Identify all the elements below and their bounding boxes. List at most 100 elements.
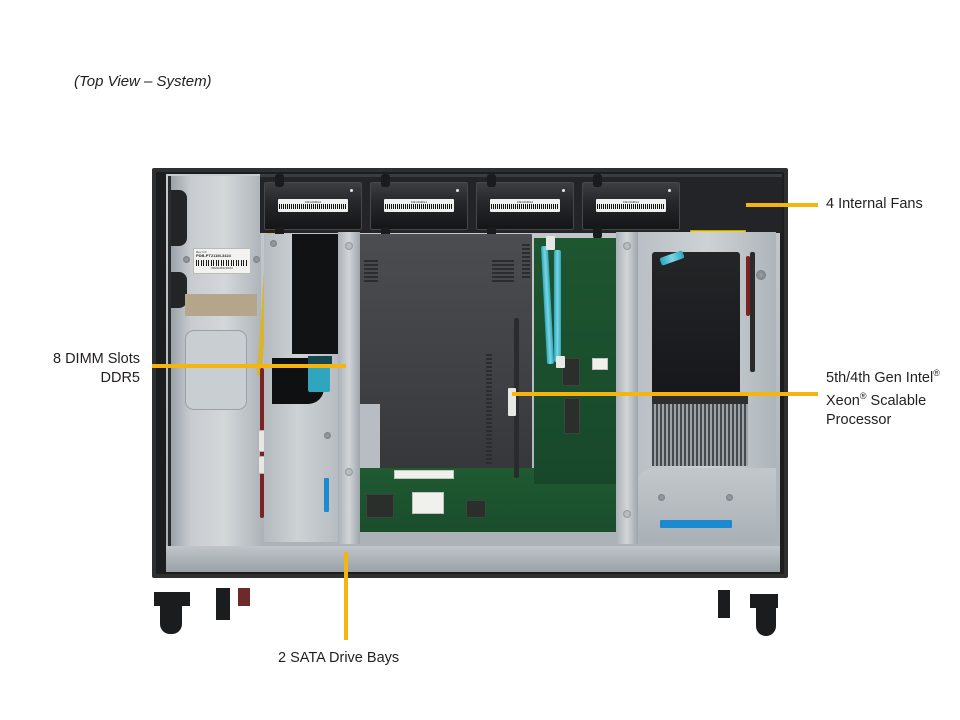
chassis-rail-right xyxy=(616,232,638,544)
callout-label-dimm-line1: 8 DIMM Slots xyxy=(52,351,140,367)
dimm-latch-connector xyxy=(308,366,330,392)
fan-clip-3b xyxy=(487,227,496,239)
fan-rail: FAN-0166L4 FAN-0166L4 FAN-0166L4 xyxy=(260,174,782,239)
callout-label-dimm-line2: DDR5 xyxy=(100,369,140,386)
shroud-vents-side xyxy=(486,354,492,464)
callout-label-cpu-line2: Xeon® Scalable xyxy=(826,387,940,410)
pcb-sticker-3 xyxy=(592,358,608,370)
shroud-vents-edge xyxy=(522,244,530,278)
cpu-gen-text: 5th/4th Gen Intel xyxy=(826,369,934,386)
pcb-sticker-1 xyxy=(412,492,444,514)
page-title: (Top View – System) xyxy=(74,73,212,90)
chassis-foot-1 xyxy=(160,602,182,634)
rail-screw-right-top xyxy=(623,242,631,250)
callout-line-sata xyxy=(344,552,348,640)
riser-blue-tab xyxy=(660,520,732,528)
psu-band xyxy=(185,294,257,316)
power-supply-bay: Rev 1.0 PDB-PT211M-3424 PD211M/1C0164 xyxy=(168,176,261,566)
cpu-cable-red xyxy=(746,256,750,316)
chassis-rail-left xyxy=(338,232,360,544)
fan-indicator-dot xyxy=(350,189,353,192)
cpu-processor-text: Processor xyxy=(826,411,892,428)
fan-indicator-dot xyxy=(668,189,671,192)
callout-label-internal-fans: 4 Internal Fans xyxy=(826,196,923,212)
pdb-label-rev: Rev 1.0 xyxy=(196,250,207,254)
drive-cage xyxy=(264,234,348,542)
callout-label-cpu-line1: 5th/4th Gen Intel® xyxy=(826,364,940,387)
callout-label-cpu-line3: Processor xyxy=(826,411,940,430)
riser-card-bracket xyxy=(638,468,776,542)
cable-clip-white xyxy=(508,388,516,416)
server-chassis-photo: Rev 1.0 PDB-PT211M-3424 PD211M/1C0164 FA… xyxy=(152,168,788,636)
chassis-release-latch xyxy=(238,588,250,606)
sas-cable-cyan-2 xyxy=(554,250,561,362)
cpu-heatsink-bay xyxy=(638,232,776,542)
cage-blue-tab xyxy=(324,478,329,512)
callout-line-internal-fans xyxy=(746,203,818,207)
fan-clip-4b xyxy=(593,227,602,239)
cable-connector-white-bottom xyxy=(556,356,565,368)
fan-label-1-text: FAN-0166L4 xyxy=(305,200,321,204)
shroud-vents-right xyxy=(492,260,514,282)
cpu-standoff-screw xyxy=(756,270,766,280)
pcb-sticker-2 xyxy=(394,470,454,479)
fan-label-1: FAN-0166L4 xyxy=(278,199,348,212)
fan-indicator-dot xyxy=(456,189,459,192)
fan-clip-1b xyxy=(275,227,284,239)
fan-indicator-dot xyxy=(562,189,565,192)
pdb-barcode xyxy=(196,259,248,266)
psu-screw-right xyxy=(253,256,260,263)
fan-barcode-2 xyxy=(385,204,453,209)
fan-barcode-1 xyxy=(279,204,347,209)
rail-screw-left-bottom xyxy=(345,468,353,476)
internal-cable-dark xyxy=(514,318,519,478)
chassis-bottom-bar xyxy=(166,546,780,572)
chassis-foot-bracket-2 xyxy=(216,588,230,620)
cpu-heatsink-block xyxy=(652,252,740,400)
fan-clip-4a xyxy=(593,174,602,187)
fan-label-4-text: FAN-0166L4 xyxy=(623,200,639,204)
fan-clip-2a xyxy=(381,174,390,187)
pdb-label-id: PDB-PT211M-3424 xyxy=(196,253,231,259)
pcb-chip-4 xyxy=(564,398,580,434)
chassis-foot-bracket-4 xyxy=(718,590,730,618)
chassis-foot-2 xyxy=(756,604,776,636)
callout-label-cpu: 5th/4th Gen Intel® Xeon® Scalable Proces… xyxy=(826,364,940,429)
fan-label-3-text: FAN-0166L4 xyxy=(517,200,533,204)
registered-mark-icon: ® xyxy=(933,368,940,378)
fan-label-2: FAN-0166L4 xyxy=(384,199,454,212)
cpu-brand-text: Xeon xyxy=(826,393,860,410)
registered-mark-icon: ® xyxy=(859,391,867,402)
cpu-scalable-text: Scalable xyxy=(866,393,927,410)
pcb-chip-1 xyxy=(366,494,394,518)
shroud-vents-left xyxy=(364,260,378,282)
pdb-label-sub: PD211M/1C0164 xyxy=(211,265,233,270)
riser-screw-right xyxy=(726,494,733,501)
callout-label-sata: 2 SATA Drive Bays xyxy=(278,650,400,666)
heatsink-fin-base xyxy=(652,396,748,404)
heatsink-fins xyxy=(652,404,748,466)
psu-notch-top xyxy=(171,190,187,246)
cage-screw-bottom xyxy=(324,432,331,439)
psu-handle xyxy=(185,330,247,410)
internal-fan-4: FAN-0166L4 xyxy=(582,174,680,239)
fan-clip-2b xyxy=(381,227,390,239)
cage-screw-top xyxy=(270,240,277,247)
riser-screw-left xyxy=(658,494,665,501)
fan-label-2-text: FAN-0166L4 xyxy=(411,200,427,204)
fan-barcode-4 xyxy=(597,204,665,209)
pdb-label: Rev 1.0 PDB-PT211M-3424 PD211M/1C0164 xyxy=(193,248,251,274)
cable-connector-white-top xyxy=(546,236,555,250)
fan-barcode-3 xyxy=(491,204,559,209)
pcb-chip-3 xyxy=(562,358,580,386)
callout-label-dimm: 8 DIMM Slots DDR5 xyxy=(0,350,140,387)
psu-notch-bottom xyxy=(171,272,187,308)
pcb-chip-2 xyxy=(466,500,486,518)
callout-line-dimm xyxy=(152,364,346,368)
fan-clip-1a xyxy=(275,174,284,187)
callout-line-cpu xyxy=(512,392,818,396)
fan-label-3: FAN-0166L4 xyxy=(490,199,560,212)
psu-screw-left xyxy=(183,256,190,263)
rail-screw-right-bottom xyxy=(623,510,631,518)
internal-fan-1: FAN-0166L4 xyxy=(264,174,362,239)
